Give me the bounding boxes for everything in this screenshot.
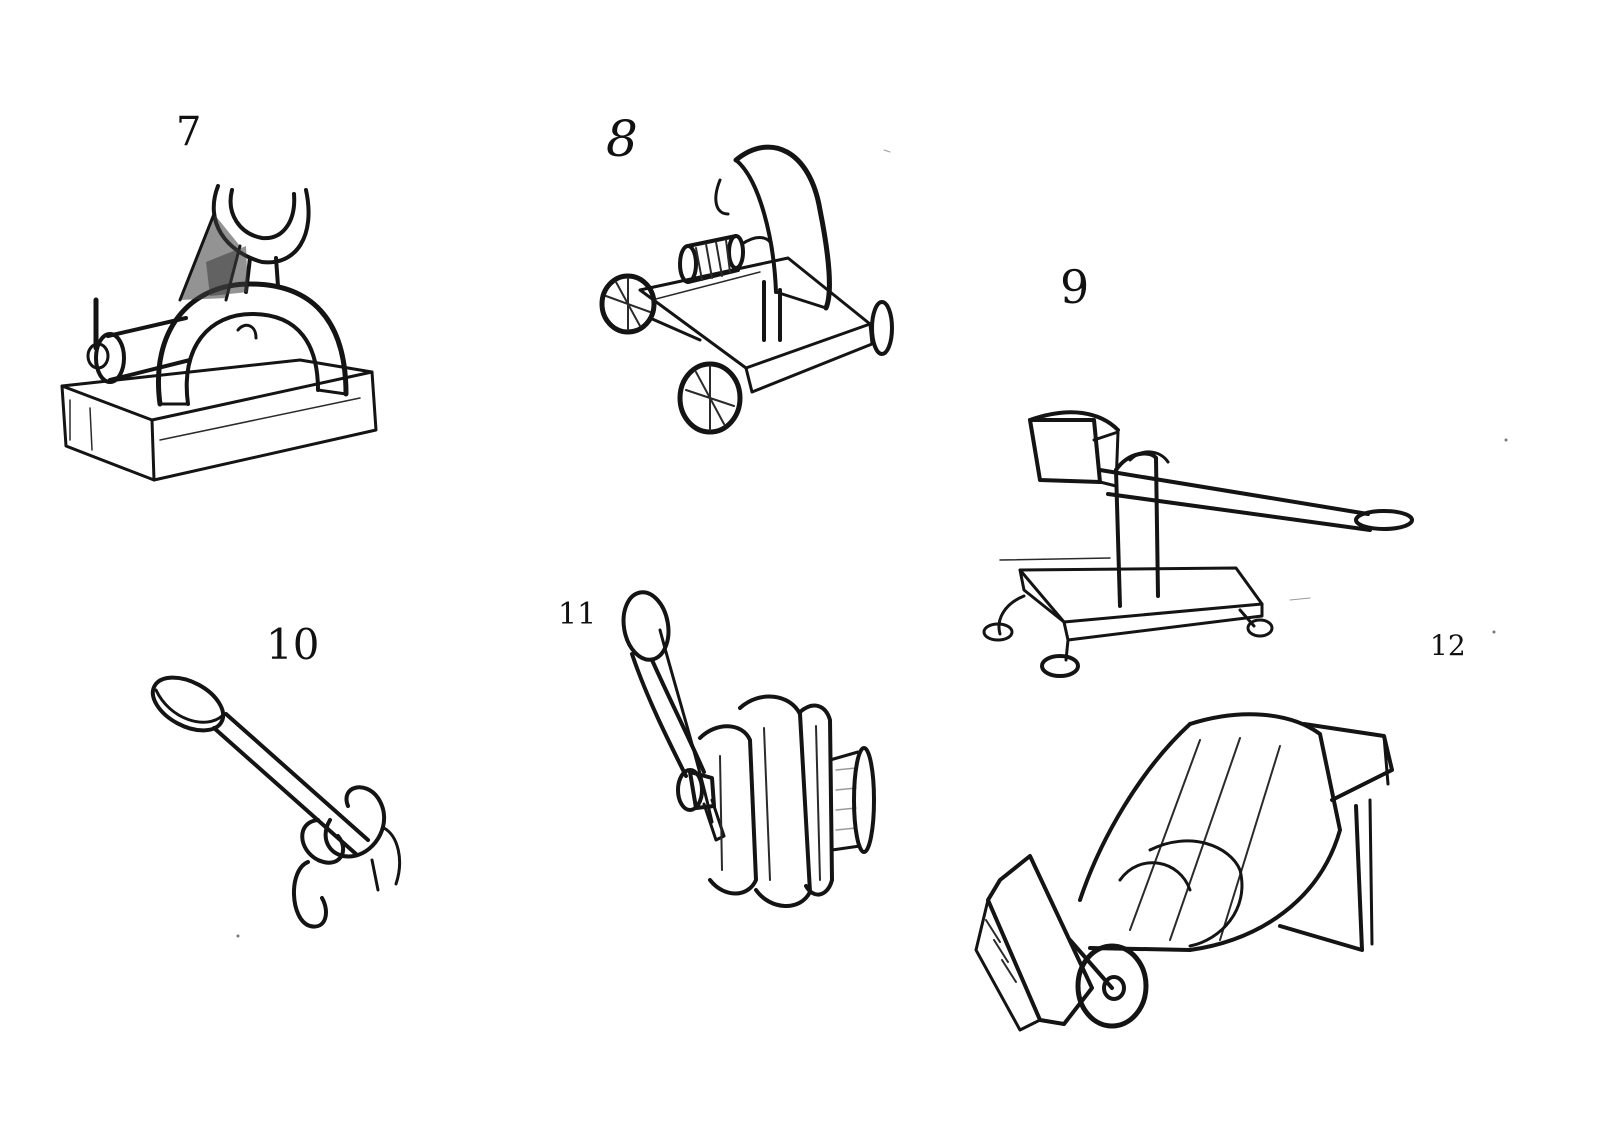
- paper-speckles: [236, 149, 1508, 938]
- sketch-number-11: 11: [558, 597, 597, 632]
- sketch-number-12: 12: [1430, 629, 1466, 662]
- sketch-number-10: 10: [266, 620, 320, 669]
- sketch-number-9: 9: [1060, 260, 1090, 314]
- catapult-cradle-icon: [60, 184, 378, 482]
- sketch-number-7: 7: [176, 109, 202, 155]
- crank-winch-icon: [621, 590, 876, 908]
- spoon-lever-icon: [150, 675, 402, 929]
- lever-catapult-icon: [982, 410, 1414, 678]
- mounted-cannon-icon: [974, 712, 1394, 1032]
- sketch-number-8: 8: [606, 110, 638, 168]
- wheeled-catapult-icon: [599, 144, 894, 435]
